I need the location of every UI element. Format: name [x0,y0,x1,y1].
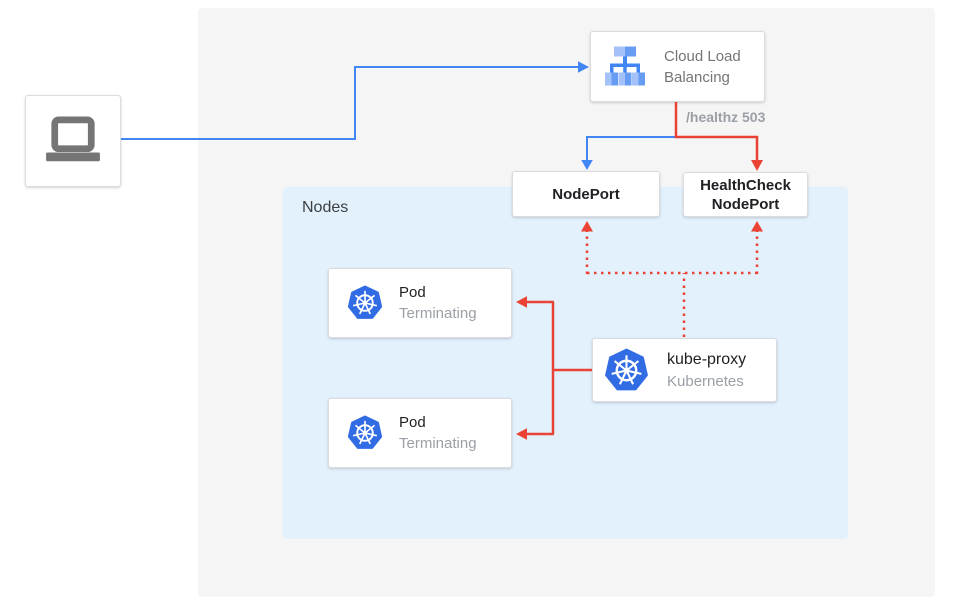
pod-terminating-box-2: Pod Terminating [328,398,512,468]
laptop-icon [46,116,100,162]
cloud-load-balancing-label: Cloud Load Balancing [664,47,741,86]
pod-status: Terminating [399,305,477,322]
kubernetes-icon [347,285,383,319]
pod-title: Pod [399,414,426,431]
pod-terminating-box-1: Pod Terminating [328,268,512,338]
pod-status: Terminating [399,435,477,452]
cloud-load-balancing-icon [605,46,645,86]
healthz-503-label: /healthz 503 [686,109,766,125]
client-box [25,95,121,187]
nodeport-label: NodePort [552,185,620,203]
kube-proxy-title: kube-proxy [667,350,747,368]
pod-text: Pod Terminating [399,282,477,324]
pod-title: Pod [399,284,426,301]
pod-text: Pod Terminating [399,412,477,454]
kube-proxy-box: kube-proxy Kubernetes [592,338,777,402]
nodeport-box: NodePort [512,171,660,217]
healthcheck-nodeport-label: HealthCheck NodePort [700,176,791,213]
kubernetes-icon [347,415,383,449]
nodes-panel-label: Nodes [302,199,349,216]
kubernetes-icon [605,348,648,390]
kube-proxy-subtitle: Kubernetes [667,372,744,390]
kube-proxy-text: kube-proxy Kubernetes [667,349,746,392]
healthcheck-nodeport-box: HealthCheck NodePort [683,172,808,217]
cloud-load-balancing-box: Cloud Load Balancing [590,31,765,102]
